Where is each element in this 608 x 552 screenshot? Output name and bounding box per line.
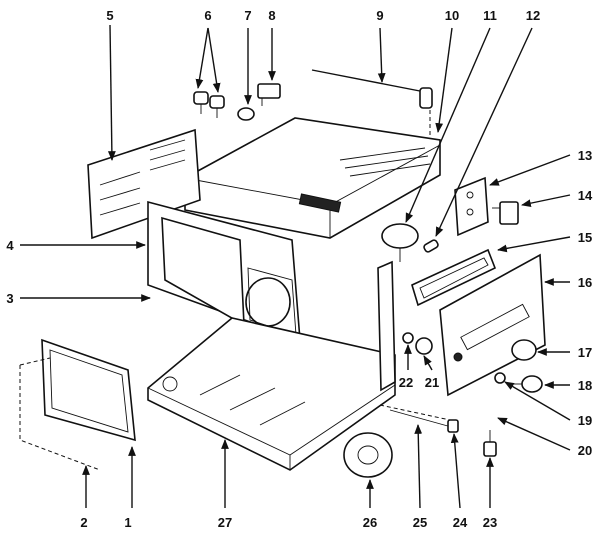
loudspeaker-26 <box>343 432 393 478</box>
callout-21: 21 <box>425 375 439 390</box>
speaker-knob <box>381 223 419 262</box>
callout-10: 10 <box>445 8 459 23</box>
antenna-rod <box>311 69 433 138</box>
callout-14: 14 <box>578 188 593 203</box>
callout-23: 23 <box>483 515 497 530</box>
panel-15 <box>411 248 497 307</box>
callout-13: 13 <box>578 148 592 163</box>
rear-mesh-outline <box>19 357 101 471</box>
top-cabinet-cover <box>184 117 441 239</box>
callout-3: 3 <box>6 291 13 306</box>
callout-6: 6 <box>204 8 211 23</box>
knob-17 <box>511 339 537 361</box>
callout-16: 16 <box>578 275 592 290</box>
back-circuit-board <box>87 128 201 240</box>
callout-20: 20 <box>578 443 592 458</box>
callout-5: 5 <box>106 8 113 23</box>
callout-7: 7 <box>244 8 251 23</box>
callout-12: 12 <box>526 8 540 23</box>
screw-22 <box>402 332 414 344</box>
callout-9: 9 <box>376 8 383 23</box>
callout-22: 22 <box>399 375 413 390</box>
callout-19: 19 <box>578 413 592 428</box>
callout-26: 26 <box>363 515 377 530</box>
knob-pair <box>193 91 225 118</box>
callout-11: 11 <box>483 8 497 23</box>
leader-lines <box>20 24 571 509</box>
callout-15: 15 <box>578 230 592 245</box>
side-panel-16 <box>439 253 546 397</box>
bracket-13 <box>454 176 489 237</box>
callout-8: 8 <box>268 8 275 23</box>
switch-14 <box>492 201 519 225</box>
callout-1: 1 <box>124 515 131 530</box>
callout-4: 4 <box>6 238 14 253</box>
pcb-25 <box>379 404 456 429</box>
knob-18 <box>510 375 543 393</box>
callout-25: 25 <box>413 515 427 530</box>
switch-block <box>257 83 281 106</box>
callout-18: 18 <box>578 378 592 393</box>
front-bezel-frame <box>147 200 301 342</box>
callout-24: 24 <box>453 515 468 530</box>
bracket-23 <box>483 430 497 457</box>
small-fuse <box>423 239 439 253</box>
small-knob <box>237 107 255 121</box>
rear-cover <box>41 338 136 442</box>
grommet-21 <box>415 337 433 355</box>
callout-27: 27 <box>218 515 232 530</box>
callout-17: 17 <box>578 345 592 360</box>
bottom-chassis <box>147 317 396 471</box>
callout-labels: 1 2 3 4 5 6 7 8 9 10 11 12 13 14 15 16 1… <box>6 8 593 530</box>
callout-2: 2 <box>80 515 87 530</box>
washer-19 <box>494 372 506 384</box>
clip-24 <box>447 419 459 433</box>
chassis-side-panel <box>377 260 396 392</box>
